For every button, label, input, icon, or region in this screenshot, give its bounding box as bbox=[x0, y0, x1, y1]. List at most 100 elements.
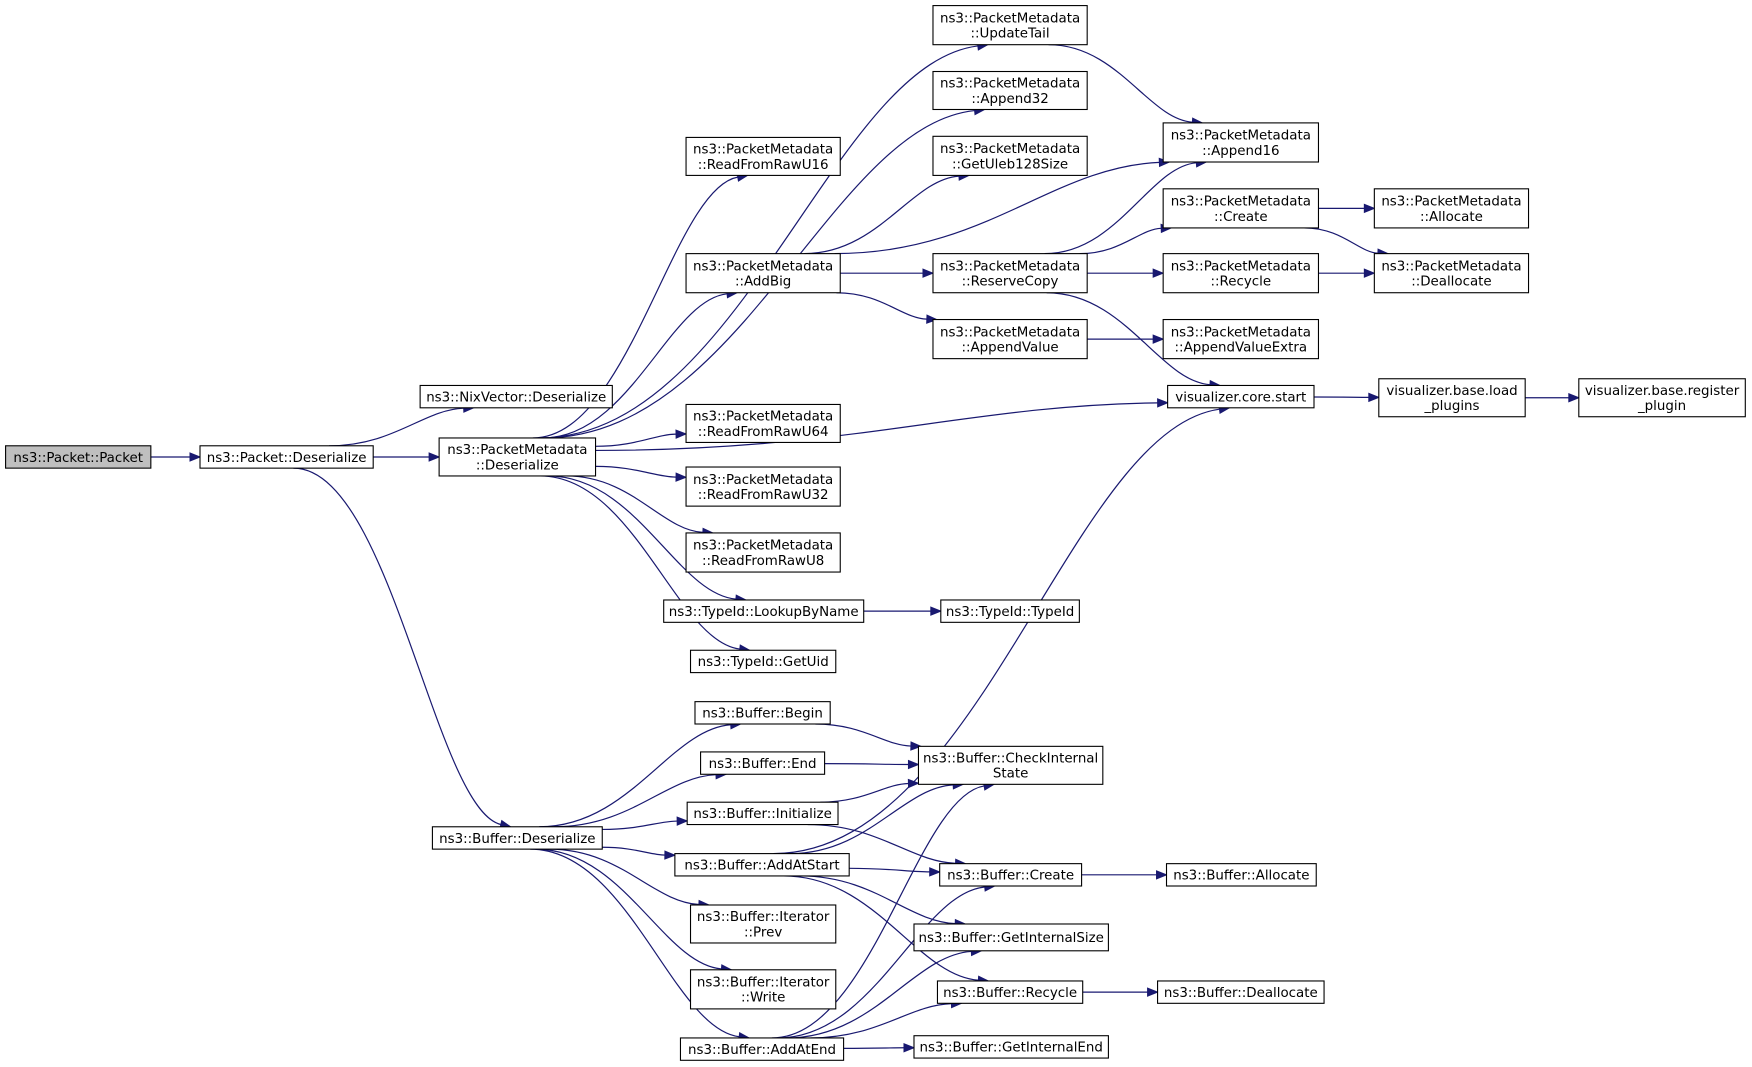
node-label: ::ReadFromRawU32 bbox=[698, 488, 829, 503]
node-label: ::ReserveCopy bbox=[962, 275, 1059, 290]
node-bgetsize[interactable]: ns3::Buffer::GetInternalSize bbox=[913, 923, 1109, 952]
node-label: ns3::PacketMetadata bbox=[940, 142, 1080, 157]
node-label: ns3::PacketMetadata bbox=[1171, 325, 1311, 340]
node-vload[interactable]: visualizer.base.load_plugins bbox=[1378, 378, 1526, 418]
edge-line bbox=[602, 846, 665, 856]
edge-line bbox=[773, 408, 1220, 855]
node-label: ns3::PacketMetadata bbox=[1171, 129, 1311, 144]
arrow-head bbox=[675, 472, 688, 482]
node-label: ns3::PacketMetadata bbox=[693, 259, 833, 274]
node-label: ns3::PacketMetadata bbox=[1171, 195, 1311, 210]
node-a32[interactable]: ns3::PacketMetadata::Append32 bbox=[932, 70, 1088, 111]
node-label: ns3::PacketMetadata bbox=[940, 77, 1080, 92]
node-pd[interactable]: ns3::Packet::Deserialize bbox=[199, 445, 374, 469]
node-bwrite[interactable]: ns3::Buffer::Iterator::Write bbox=[689, 969, 837, 1010]
edge-pmrecycle-to-pmdealloc bbox=[1318, 268, 1376, 278]
node-vstart[interactable]: visualizer.core.start bbox=[1167, 384, 1315, 409]
node-tail[interactable]: ns3::PacketMetadata::UpdateTail bbox=[932, 5, 1088, 46]
edge-brecycle-to-bdealloc bbox=[1082, 987, 1159, 997]
arrow-head bbox=[922, 268, 935, 278]
node-pp[interactable]: ns3::Packet::Packet bbox=[5, 445, 152, 469]
node-bend[interactable]: ns3::Buffer::End bbox=[700, 751, 826, 775]
node-nix[interactable]: ns3::NixVector::Deserialize bbox=[419, 384, 613, 409]
arrow-head bbox=[1152, 268, 1165, 278]
arrow-head bbox=[910, 741, 923, 751]
node-pmcreate[interactable]: ns3::PacketMetadata::Create bbox=[1162, 188, 1320, 229]
node-pmd[interactable]: ns3::PacketMetadata::Deserialize bbox=[438, 437, 597, 477]
node-label: ::GetUleb128Size bbox=[952, 157, 1068, 172]
node-box bbox=[685, 532, 841, 573]
node-bbegin[interactable]: ns3::Buffer::Begin bbox=[694, 701, 831, 725]
node-pmdealloc[interactable]: ns3::PacketMetadata::Deallocate bbox=[1373, 253, 1530, 294]
node-label: ::Allocate bbox=[1420, 210, 1483, 225]
edge-line bbox=[804, 175, 959, 255]
node-box bbox=[199, 445, 374, 469]
node-label: ::ReadFromRawU8 bbox=[702, 554, 824, 569]
node-brecycle[interactable]: ns3::Buffer::Recycle bbox=[936, 980, 1084, 1004]
node-label: ::ReadFromRawU64 bbox=[698, 425, 829, 440]
node-pmalloc[interactable]: ns3::PacketMetadata::Allocate bbox=[1373, 188, 1530, 229]
node-box bbox=[685, 136, 841, 176]
node-label: ns3::PacketMetadata bbox=[1171, 259, 1311, 274]
edge-pp-to-pd bbox=[150, 452, 202, 462]
arrow-head bbox=[676, 816, 689, 826]
node-bprev[interactable]: ns3::Buffer::Iterator::Prev bbox=[689, 904, 837, 944]
node-label: ::Recycle bbox=[1211, 275, 1272, 290]
edge-line bbox=[810, 1003, 952, 1039]
node-u32[interactable]: ns3::PacketMetadata::ReadFromRawU32 bbox=[685, 466, 841, 507]
edge-line bbox=[566, 475, 703, 533]
node-binit[interactable]: ns3::Buffer::Initialize bbox=[686, 801, 839, 826]
edge-pmd-to-vstart bbox=[595, 398, 1169, 452]
edge-bd-to-binit bbox=[602, 816, 689, 831]
node-label: ns3::Buffer::AddAtEnd bbox=[688, 1043, 836, 1058]
node-bdealloc[interactable]: ns3::Buffer::Deallocate bbox=[1157, 980, 1325, 1004]
edge-line bbox=[532, 176, 738, 439]
edge-pmd-to-tail bbox=[539, 41, 990, 439]
node-box bbox=[1162, 122, 1320, 163]
node-pmrecycle[interactable]: ns3::PacketMetadata::Recycle bbox=[1162, 253, 1320, 294]
node-label: State bbox=[993, 767, 1028, 782]
node-bd[interactable]: ns3::Buffer::Deserialize bbox=[431, 826, 603, 850]
node-baddstart[interactable]: ns3::Buffer::AddAtStart bbox=[674, 853, 850, 877]
node-box bbox=[431, 826, 603, 850]
node-reserve[interactable]: ns3::PacketMetadata::ReserveCopy bbox=[932, 253, 1088, 294]
edge-line bbox=[786, 950, 972, 1039]
node-addbig[interactable]: ns3::PacketMetadata::AddBig bbox=[685, 253, 841, 294]
node-baddend[interactable]: ns3::Buffer::AddAtEnd bbox=[679, 1037, 845, 1061]
node-label: ns3::PacketMetadata bbox=[447, 443, 587, 458]
node-u16[interactable]: ns3::PacketMetadata::ReadFromRawU16 bbox=[685, 136, 841, 176]
node-u8[interactable]: ns3::PacketMetadata::ReadFromRawU8 bbox=[685, 532, 841, 573]
arrow-head bbox=[675, 429, 688, 439]
edge-line bbox=[1048, 44, 1193, 123]
arrow-head bbox=[1363, 203, 1376, 214]
node-u64[interactable]: ns3::PacketMetadata::ReadFromRawU64 bbox=[685, 403, 841, 443]
node-appvalx[interactable]: ns3::PacketMetadata::AppendValueExtra bbox=[1162, 318, 1320, 360]
edge-baddstart-to-bcreate bbox=[849, 867, 942, 877]
edge-pmcreate-to-pmalloc bbox=[1318, 203, 1376, 214]
edge-line bbox=[539, 724, 731, 828]
arrow-head bbox=[1156, 870, 1168, 880]
node-label: ns3::PacketMetadata bbox=[693, 410, 833, 425]
arrow-head bbox=[1568, 393, 1581, 403]
node-label: visualizer.core.start bbox=[1175, 390, 1306, 405]
node-bcreate[interactable]: ns3::Buffer::Create bbox=[939, 863, 1083, 887]
node-appval[interactable]: ns3::PacketMetadata::AppendValue bbox=[932, 318, 1088, 360]
node-box bbox=[5, 445, 152, 469]
node-balloc[interactable]: ns3::Buffer::Allocate bbox=[1165, 863, 1317, 887]
node-vreg[interactable]: visualizer.base.register_plugin bbox=[1578, 378, 1746, 418]
edge-bd-to-baddstart bbox=[602, 846, 677, 860]
edge-line bbox=[1304, 227, 1378, 254]
node-typeid[interactable]: ns3::TypeId::TypeId bbox=[940, 599, 1080, 623]
node-lookup[interactable]: ns3::TypeId::LookupByName bbox=[663, 599, 865, 623]
edge-bcreate-to-balloc bbox=[1081, 870, 1168, 880]
node-getuid[interactable]: ns3::TypeId::GetUid bbox=[689, 649, 837, 674]
node-uleb[interactable]: ns3::PacketMetadata::GetUleb128Size bbox=[932, 135, 1088, 176]
node-a16[interactable]: ns3::PacketMetadata::Append16 bbox=[1162, 122, 1320, 163]
node-label: ns3::Buffer::Create bbox=[947, 869, 1074, 884]
node-label: ns3::NixVector::Deserialize bbox=[426, 390, 606, 405]
edge-line bbox=[595, 433, 677, 447]
node-label: ns3::PacketMetadata bbox=[693, 539, 833, 554]
node-box bbox=[1167, 384, 1315, 409]
node-bgetend[interactable]: ns3::Buffer::GetInternalEnd bbox=[913, 1035, 1109, 1059]
